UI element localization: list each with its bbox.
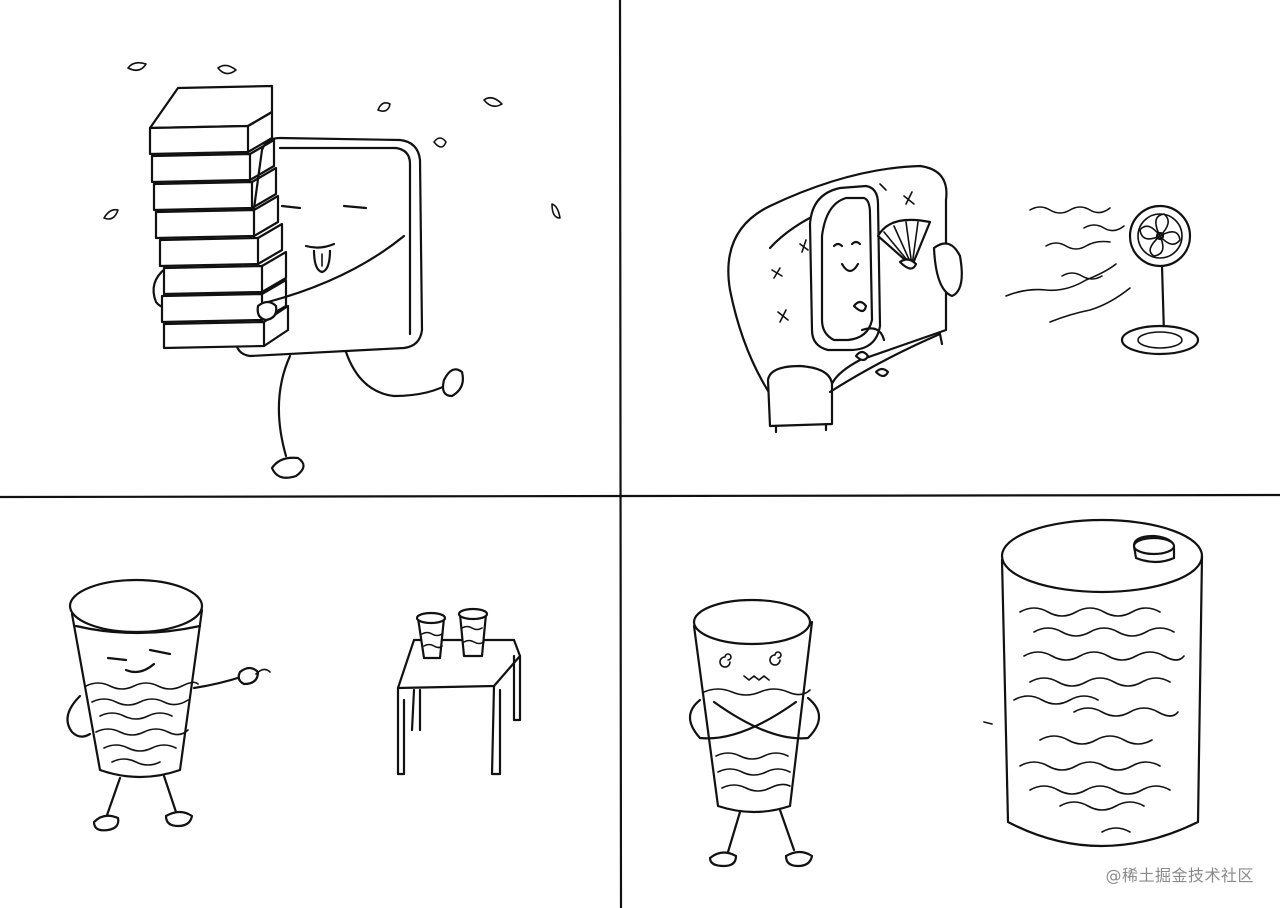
tablet-character <box>152 136 464 479</box>
cup-character <box>66 578 271 832</box>
book-stack <box>148 84 290 350</box>
sweat-drops <box>103 61 561 220</box>
panel-bottom-right <box>688 518 1204 868</box>
panel-top-left <box>103 61 561 479</box>
water-barrel <box>983 518 1204 847</box>
watermark-text: @稀土掘金技术社区 <box>1105 866 1254 885</box>
panel-top-right <box>727 164 1200 434</box>
wind-lines <box>1005 206 1131 323</box>
table-with-drinks <box>396 607 522 776</box>
panel-bottom-left <box>66 578 522 832</box>
electric-fan <box>1120 204 1200 356</box>
scared-cup <box>688 598 821 868</box>
tablet-relaxing <box>808 184 932 378</box>
